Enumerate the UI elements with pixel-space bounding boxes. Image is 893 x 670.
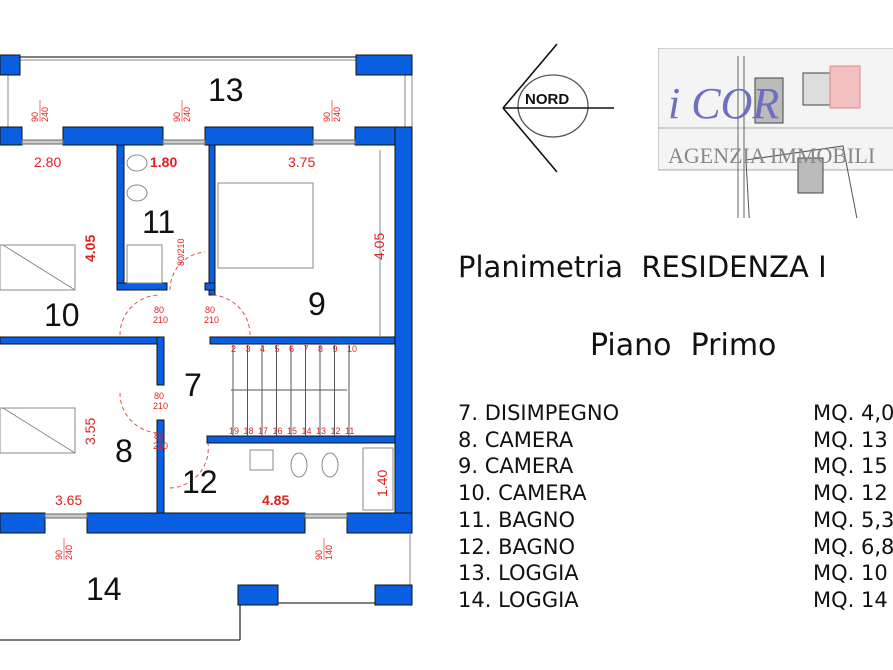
legend-area: MQ. 14 bbox=[813, 587, 888, 612]
door-height-label: 210 bbox=[204, 315, 219, 325]
window-height-label: 240 bbox=[40, 107, 50, 122]
room-areas: MQ. 4,0 MQ. 13 MQ. 15 MQ. 12 MQ. 5,3 MQ.… bbox=[813, 400, 893, 614]
room-8-label: 8 bbox=[115, 433, 133, 469]
windows bbox=[21, 139, 356, 519]
stair-number: 2 bbox=[231, 344, 236, 354]
stair-number: 12 bbox=[331, 426, 341, 436]
legend-area: MQ. 10 bbox=[813, 561, 888, 586]
room-9-label: 9 bbox=[308, 286, 326, 322]
legend-item: 7. DISIMPEGNO bbox=[458, 401, 620, 425]
stair-number: 14 bbox=[302, 426, 312, 436]
plan-title: Planimetria RESIDENZA I bbox=[458, 250, 827, 284]
legend-item: 11. BAGNO bbox=[458, 507, 575, 532]
legend-area: MQ. 13 bbox=[813, 427, 888, 452]
compass-label: NORD bbox=[525, 91, 569, 108]
agency-logo-map: i COR AGENZIA IMMOBILI bbox=[658, 48, 893, 218]
legend-area: MQ. 4,0 bbox=[813, 401, 893, 425]
room-legend: 7. DISIMPEGNO 8. CAMERA 9. CAMERA 10. CA… bbox=[458, 400, 619, 614]
door-swings bbox=[119, 251, 251, 489]
loggia-14-outline bbox=[0, 533, 413, 641]
legend-item: 10. CAMERA bbox=[458, 481, 587, 506]
window-height-label: 240 bbox=[182, 107, 192, 122]
room-12-label: 12 bbox=[182, 464, 218, 500]
window-height-label: 140 bbox=[324, 545, 334, 560]
room-14-label: 14 bbox=[86, 571, 122, 607]
window-width-label: 90 bbox=[172, 112, 182, 122]
door-width-label: 80 bbox=[205, 305, 215, 315]
stair-number: 8 bbox=[318, 344, 323, 354]
dimension-room12-shower: 1.40 bbox=[374, 470, 390, 497]
door-height-label: 210 bbox=[153, 441, 168, 451]
stair-number: 5 bbox=[275, 344, 280, 354]
legend-item: 12. BAGNO bbox=[458, 534, 575, 559]
legend-item: 14. LOGGIA bbox=[458, 587, 579, 612]
window-width-label: 90 bbox=[54, 550, 64, 560]
stair-number: 9 bbox=[333, 344, 338, 354]
stair-number: 7 bbox=[304, 344, 309, 354]
window-height-label: 240 bbox=[64, 545, 74, 560]
door-height-label: 210 bbox=[153, 401, 168, 411]
logo-brand: i COR bbox=[668, 79, 779, 128]
room-7-label: 7 bbox=[184, 367, 202, 403]
dimension-room9-depth: 4.05 bbox=[371, 233, 387, 260]
floor-subtitle: Piano Primo bbox=[590, 328, 777, 363]
door-width-label: 80 bbox=[154, 391, 164, 401]
stair-number: 17 bbox=[258, 426, 268, 436]
stair-number: 11 bbox=[345, 426, 354, 436]
stair-number: 15 bbox=[287, 426, 297, 436]
window-height-label: 240 bbox=[332, 107, 342, 122]
stair-number: 18 bbox=[244, 426, 254, 436]
staircase: 2 19 3 18 4 17 5 16 6 15 7 14 8 13 9 12 10 11 bbox=[229, 344, 357, 436]
door-width-label: 80 bbox=[154, 431, 164, 441]
window-width-label: 90 bbox=[314, 550, 324, 560]
room-11-label: 11 bbox=[142, 204, 175, 240]
dimension-room10-depth: 4.05 bbox=[82, 235, 98, 262]
stair-number: 13 bbox=[316, 426, 326, 436]
dimension-room11-width: 1.80 bbox=[150, 154, 177, 170]
stair-number: 10 bbox=[347, 344, 357, 354]
stair-number: 6 bbox=[289, 344, 294, 354]
legend-item: 13. LOGGIA bbox=[458, 561, 579, 586]
dimension-room8-depth: 3.55 bbox=[82, 418, 98, 445]
legend-area: MQ. 15 bbox=[813, 454, 888, 479]
door-width-label: 80 bbox=[154, 305, 164, 315]
door-label: 80/210 bbox=[176, 238, 186, 266]
room-10-label: 10 bbox=[44, 297, 80, 333]
legend-item: 8. CAMERA bbox=[458, 427, 574, 452]
legend-area: MQ. 6,8 bbox=[813, 534, 893, 559]
north-compass: NORD bbox=[502, 43, 614, 173]
door-height-label: 210 bbox=[153, 315, 168, 325]
room-13-label: 13 bbox=[208, 72, 244, 108]
stair-number: 3 bbox=[246, 344, 251, 354]
stair-number: 4 bbox=[260, 344, 265, 354]
dimension-room10-width: 2.80 bbox=[34, 154, 61, 170]
dimension-room8-width: 3.65 bbox=[55, 492, 82, 508]
logo-tagline: AGENZIA IMMOBILI bbox=[668, 143, 875, 168]
furniture bbox=[0, 150, 394, 511]
legend-item: 9. CAMERA bbox=[458, 454, 574, 479]
dimension-room12-width: 4.85 bbox=[262, 492, 289, 508]
window-width-label: 90 bbox=[322, 112, 332, 122]
dimension-room9-width: 3.75 bbox=[288, 154, 315, 170]
stair-number: 19 bbox=[229, 426, 239, 436]
window-width-label: 90 bbox=[30, 112, 40, 122]
stair-number: 16 bbox=[273, 426, 283, 436]
exterior-walls bbox=[0, 126, 413, 534]
legend-area: MQ. 12 bbox=[813, 481, 888, 506]
loggia-13-outline bbox=[0, 54, 413, 127]
legend-area: MQ. 5,3 bbox=[813, 507, 893, 532]
